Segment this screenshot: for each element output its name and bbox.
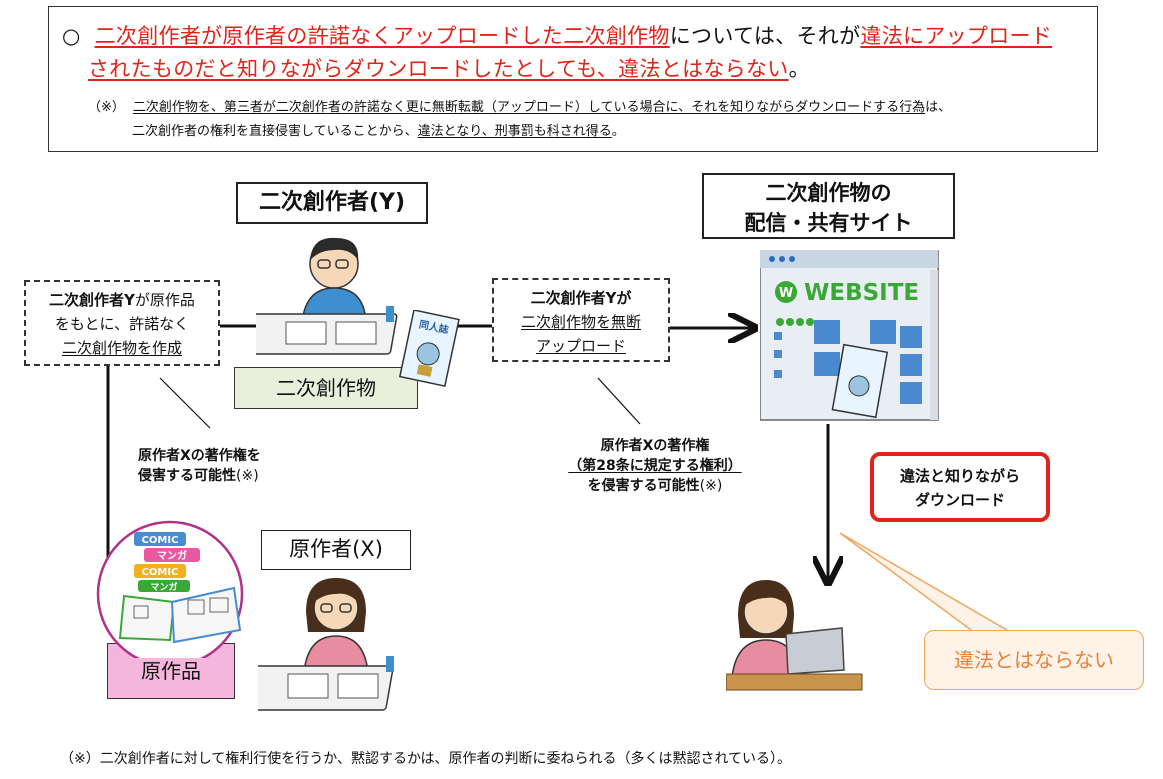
download-line2: ダウンロード (914, 491, 1005, 509)
note-text-1b: は、 (925, 100, 952, 115)
comic-tag-4: マンガ (150, 581, 177, 593)
pointer-mid (597, 377, 641, 425)
infringe-left-line1: 原作者Xの著作権を (138, 448, 261, 464)
download-line1: 違法と知りながら (899, 467, 1020, 485)
infringe-left-text: 原作者Xの著作権を 侵害する可能性(※) (138, 446, 338, 486)
label-site-line1: 二次創作物の (765, 181, 892, 205)
comic-tag-1: COMIC (142, 535, 179, 546)
download-box: 違法と知りながら ダウンロード (870, 452, 1050, 522)
create-desc-bold: 二次創作者Y (49, 291, 135, 309)
summary-note: （※） 二次創作物を、第三者が二次創作者の許諾なく更に無断転載（アップロード）して… (88, 96, 1088, 144)
label-site-line2: 配信・共有サイト (744, 211, 913, 235)
summary-black-1: については、それが (669, 24, 861, 48)
summary-red-3: されたものだと知りながらダウンロードしたとしても、違法とはならない (88, 57, 789, 81)
note-mark: （※） (88, 100, 125, 115)
create-desc-line2: をもとに、許諾なく (54, 315, 190, 333)
upload-description-box: 二次創作者Yが 二次創作物を無断 アップロード (492, 278, 670, 362)
label-derivative-work: 二次創作物 (234, 367, 418, 409)
downloader-illustration (726, 580, 863, 691)
website-illustration: W WEBSITE (760, 250, 939, 421)
infringe-left-mark: (※) (236, 468, 259, 484)
note-text-1a: 二次創作物を、第三者が二次創作者の許諾なく更に無断転載（アップロード）している場… (132, 100, 926, 115)
upload-desc-line1: 二次創作者Yが (530, 289, 632, 307)
summary-black-2: 。 (788, 57, 810, 81)
summary-red-2: 違法にアップロード (860, 24, 1053, 48)
comic-tag-2: マンガ (157, 549, 187, 562)
website-title: WEBSITE (804, 280, 919, 306)
label-original-author: 原作者(X) (261, 530, 411, 570)
note-text-2a: 二次創作者の権利を直接侵害していることから、 (132, 124, 418, 139)
create-desc-rest: が原作品 (134, 291, 195, 309)
website-logo-letter: W (779, 286, 793, 301)
comic-tag-3: COMIC (142, 567, 179, 578)
infringe-mid-line2: （第28条に規定する権利） (568, 458, 742, 474)
note-text-2b: 違法となり、刑事罰も科され得る (417, 124, 612, 139)
callout-not-illegal: 違法とはならない (924, 630, 1144, 690)
upload-desc-line2: 二次創作物を無断 (520, 313, 641, 331)
summary-red-1: 二次創作者が原作者の許諾なくアップロードした二次創作物 (94, 24, 670, 48)
create-description-box: 二次創作者Yが原作品 をもとに、許諾なく 二次創作物を作成 (24, 280, 220, 366)
upload-desc-line3: アップロード (535, 337, 626, 355)
note-text-2c: 。 (611, 124, 625, 139)
infringe-left-line2: 侵害する可能性 (138, 468, 236, 484)
pointer-left (159, 377, 211, 429)
footnote: （※）二次創作者に対して権利行使を行うか、黙認するかは、原作者の判断に委ねられる… (60, 751, 792, 767)
infringe-mid-text: 原作者Xの著作権 （第28条に規定する権利） を侵害する可能性(※) (540, 436, 770, 496)
original-author-illustration (258, 578, 394, 711)
label-site: 二次創作物の 配信・共有サイト (702, 173, 955, 239)
summary-box (48, 6, 1098, 152)
create-desc-line3: 二次創作物を作成 (61, 339, 182, 357)
circle-mark: ○ (62, 24, 81, 48)
infringe-mid-line1: 原作者Xの著作権 (600, 438, 710, 454)
infringe-mid-mark: (※) (699, 478, 723, 494)
original-works-illustration: COMIC マンガ COMIC マンガ (96, 520, 244, 658)
label-creator-y: 二次創作者(Y) (236, 182, 428, 224)
doujinshi-book-icon: 同人誌 (398, 310, 460, 387)
infringe-mid-line3: を侵害する可能性 (587, 478, 700, 494)
summary-main-text: ○ 二次創作者が原作者の許諾なくアップロードした二次創作物については、それが違法に… (62, 20, 1092, 86)
creator-y-illustration (256, 237, 398, 355)
